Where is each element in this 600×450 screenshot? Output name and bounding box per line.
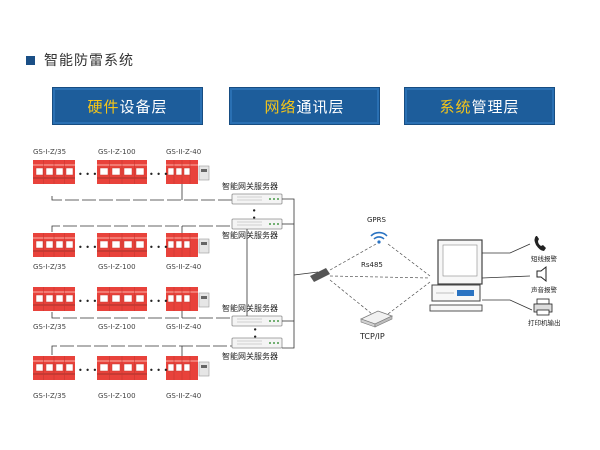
device-label-b: GS-I-Z-100 xyxy=(98,392,136,400)
network-switch-icon xyxy=(359,310,394,328)
spd-module-c xyxy=(165,232,210,258)
spd-module-b xyxy=(96,286,148,312)
device-row-2: • • • • • • GS-I-Z/35 GS-I-Z-100 GS-II-Z… xyxy=(32,225,268,271)
svg-text:• • •: • • • xyxy=(149,297,168,306)
spd-module-a xyxy=(32,355,76,381)
title-bullet xyxy=(26,55,35,65)
spd-module-a xyxy=(32,159,76,185)
layer-rest-network: 通讯层 xyxy=(296,97,345,116)
page-title: 智能防雷系统 xyxy=(44,53,134,69)
layer-rest-management: 管理层 xyxy=(471,97,520,116)
gateway-label: 智能网关服务器 xyxy=(222,181,278,191)
gateway-server-icon xyxy=(231,193,283,205)
device-label-b: GS-I-Z-100 xyxy=(98,263,136,271)
spd-module-b xyxy=(96,159,148,185)
device-label-a: GS-I-Z/35 xyxy=(33,323,66,331)
gateway-server-icon xyxy=(231,315,283,327)
device-label-c: GS-II-Z-40 xyxy=(166,263,201,271)
device-label-c: GS-II-Z-40 xyxy=(166,323,201,331)
svg-text:• • •: • • • xyxy=(249,208,258,227)
output-label-phone: 短线报警 xyxy=(531,254,558,263)
layer-header-management: 系统管理层 xyxy=(404,87,555,125)
tcpip-label: TCP/IP xyxy=(359,332,385,341)
gateway-server-icon xyxy=(231,337,283,349)
device-label-c: GS-II-Z-40 xyxy=(166,148,201,156)
device-row-4: • • • • • • GS-I-Z/35 GS-I-Z-100 GS-II-Z… xyxy=(32,345,268,400)
gateway-label: 智能网关服务器 xyxy=(222,303,278,313)
gateway-2: 智能网关服务器 xyxy=(222,218,283,240)
svg-text:• • •: • • • xyxy=(78,297,97,306)
layer-header-network: 网络通讯层 xyxy=(229,87,380,125)
output-label-speaker: 声音报警 xyxy=(531,285,558,294)
device-row-1: GS-I-Z/35 GS-I-Z-100 GS-II-Z-40 • • • • … xyxy=(32,148,268,201)
spd-module-a xyxy=(32,232,76,258)
gateway-1: 智能网关服务器 xyxy=(222,181,283,205)
device-label-b: GS-I-Z-100 xyxy=(98,323,136,331)
svg-text:• • •: • • • xyxy=(78,170,97,179)
output-label-printer: 打印机输出 xyxy=(528,318,561,327)
gateway-3: 智能网关服务器 xyxy=(222,303,283,327)
gateway-server-icon xyxy=(231,218,283,230)
layer-accent-network: 网络 xyxy=(264,97,297,116)
gateway-label: 智能网关服务器 xyxy=(222,230,278,240)
device-label-a: GS-I-Z/35 xyxy=(33,263,66,271)
layer-accent-hardware: 硬件 xyxy=(87,97,120,116)
spd-module-b xyxy=(96,232,148,258)
speaker-icon xyxy=(536,265,547,283)
layer-header-hardware: 硬件设备层 xyxy=(52,87,203,125)
svg-text:• • •: • • • xyxy=(78,243,97,252)
page-header: 智能防雷系统 xyxy=(26,50,134,70)
network-links xyxy=(329,243,431,315)
svg-text:• • •: • • • xyxy=(149,366,168,375)
device-label-c: GS-II-Z-40 xyxy=(166,392,201,400)
printer-icon xyxy=(533,298,553,316)
spd-module-c xyxy=(165,355,210,381)
spd-module-b xyxy=(96,355,148,381)
svg-text:• • •: • • • xyxy=(149,243,168,252)
gateway-label: 智能网关服务器 xyxy=(222,351,278,361)
device-label-a: GS-I-Z/35 xyxy=(33,148,66,156)
phone-icon xyxy=(534,236,546,251)
rs485-label: Rs485 xyxy=(361,261,383,269)
rs485-converter-icon xyxy=(310,268,330,282)
svg-text:• • •: • • • xyxy=(250,327,259,346)
svg-text:• • •: • • • xyxy=(78,366,97,375)
svg-text:• • •: • • • xyxy=(149,170,168,179)
spd-module-c xyxy=(165,159,210,185)
spd-module-a xyxy=(32,286,76,312)
layer-rest-hardware: 设备层 xyxy=(119,97,168,116)
layer-accent-management: 系统 xyxy=(439,97,472,116)
device-label-b: GS-I-Z-100 xyxy=(98,148,136,156)
device-row-3: • • • • • • GS-I-Z/35 GS-I-Z-100 GS-II-Z… xyxy=(32,286,268,331)
gprs-label: GPRS xyxy=(367,216,387,224)
computer-icon xyxy=(429,239,483,312)
wifi-icon xyxy=(370,231,388,244)
device-label-a: GS-I-Z/35 xyxy=(33,392,66,400)
gateway-4: 智能网关服务器 xyxy=(222,337,283,361)
spd-module-c xyxy=(165,286,210,312)
